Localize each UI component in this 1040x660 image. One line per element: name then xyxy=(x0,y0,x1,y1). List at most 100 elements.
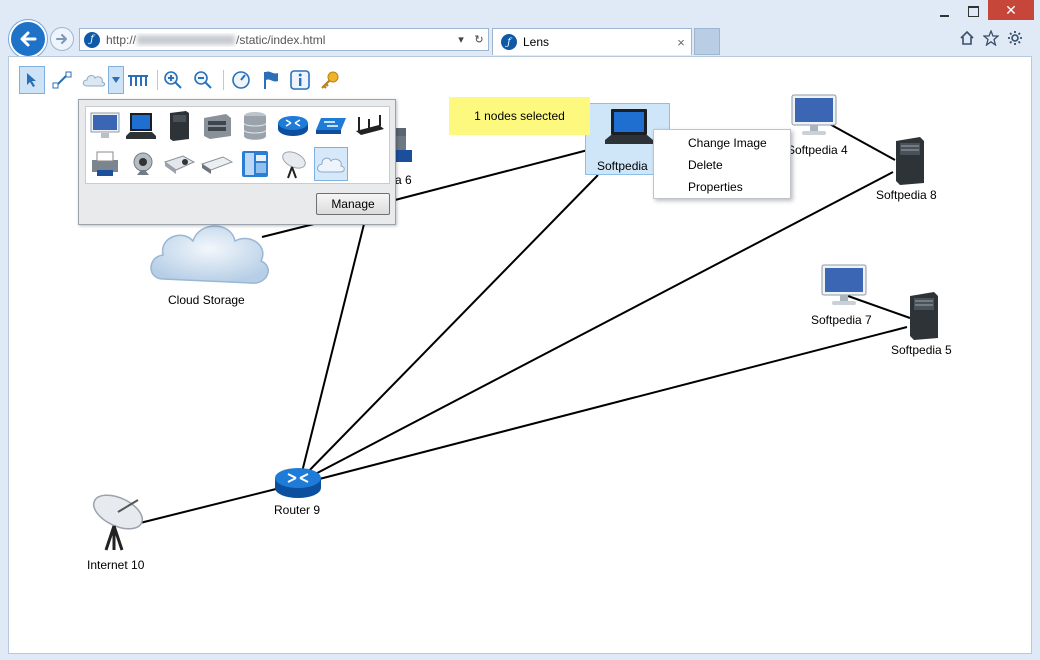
info-icon xyxy=(290,70,310,90)
flag-icon xyxy=(264,71,278,89)
address-url[interactable]: http:///static/index.html xyxy=(106,32,326,47)
image-palette-grid xyxy=(85,106,390,184)
selection-tooltip: 1 nodes selected xyxy=(449,97,590,135)
key-icon xyxy=(321,71,339,89)
pointer-icon xyxy=(27,73,36,87)
menu-item-change-image[interactable]: Change Image xyxy=(688,136,767,150)
palette-wireless-router-icon[interactable] xyxy=(352,109,386,143)
connector-icon xyxy=(52,71,72,89)
node-router-9[interactable] xyxy=(274,466,322,503)
settings-gear-icon[interactable] xyxy=(1006,30,1024,48)
maximize-button[interactable] xyxy=(960,0,986,20)
node-softpedia-7[interactable] xyxy=(820,263,868,310)
gauge-button[interactable] xyxy=(228,66,254,94)
palette-ip-phone-icon[interactable] xyxy=(238,147,272,181)
cloud-image-tool-button[interactable] xyxy=(79,66,109,94)
new-tab-button[interactable] xyxy=(694,28,720,55)
node-softpedia-8[interactable] xyxy=(892,137,926,188)
minimize-button[interactable] xyxy=(930,6,958,22)
node-softpedia-5[interactable] xyxy=(906,292,940,343)
back-arrow-icon xyxy=(20,31,37,47)
node-label-internet-10: Internet 10 xyxy=(87,558,145,572)
router-icon xyxy=(275,468,321,498)
link-softpedia8-router9[interactable] xyxy=(299,171,894,483)
palette-tower-server-icon[interactable] xyxy=(162,109,196,143)
refresh-icon[interactable]: ↻ xyxy=(474,34,484,46)
zoom-out-button[interactable] xyxy=(190,66,216,94)
link-softpedia-router9[interactable] xyxy=(299,174,599,481)
menu-item-delete[interactable]: Delete xyxy=(688,158,723,172)
laptop-icon xyxy=(605,109,653,144)
favorites-star-icon[interactable] xyxy=(982,29,1000,48)
tower-server-icon xyxy=(910,292,938,340)
palette-switch-icon[interactable] xyxy=(314,109,348,143)
palette-satellite-dish-icon[interactable] xyxy=(276,147,310,181)
manage-button[interactable]: Manage xyxy=(316,193,390,215)
gauge-icon xyxy=(232,71,250,89)
window-frame-left xyxy=(0,56,8,660)
app-toolbar xyxy=(17,66,347,96)
palette-database-icon[interactable] xyxy=(238,109,272,143)
monitor-icon xyxy=(791,94,837,135)
key-button[interactable] xyxy=(317,66,343,94)
close-window-button[interactable]: ✕ xyxy=(988,0,1034,20)
link-softpedia5-router9[interactable] xyxy=(299,326,908,485)
palette-router-icon[interactable] xyxy=(276,109,310,143)
tower-server-icon xyxy=(896,137,924,185)
palette-webcam-icon[interactable] xyxy=(126,147,160,181)
node-label-softpedia-4: Softpedia 4 xyxy=(787,143,848,157)
palette-printer-icon[interactable] xyxy=(88,147,122,181)
redacted-host xyxy=(137,35,236,46)
toolbar-separator xyxy=(157,70,158,90)
menu-item-properties[interactable]: Properties xyxy=(688,180,743,194)
forward-button[interactable] xyxy=(50,27,74,51)
back-button[interactable] xyxy=(9,20,47,58)
forward-arrow-icon xyxy=(56,34,67,44)
palette-projector-icon[interactable] xyxy=(162,147,196,181)
palette-rack-server-icon[interactable] xyxy=(200,109,234,143)
link-softpedia6-router9[interactable] xyxy=(299,199,371,481)
node-label-softpedia-8: Softpedia 8 xyxy=(876,188,937,202)
palette-monitor-icon[interactable] xyxy=(88,109,122,143)
dropdown-arrow-icon[interactable]: ▾ xyxy=(458,34,464,46)
fence-icon xyxy=(128,75,148,86)
home-icon[interactable] xyxy=(958,30,976,48)
node-label-softpedia-7: Softpedia 7 xyxy=(811,313,872,327)
node-label-router-9: Router 9 xyxy=(274,503,321,517)
tab-close-icon[interactable]: × xyxy=(677,34,685,50)
zoom-in-button[interactable] xyxy=(160,66,186,94)
site-favicon-icon: ƒ xyxy=(84,31,100,48)
pointer-tool-button[interactable] xyxy=(19,66,45,94)
window-frame-right xyxy=(1032,56,1040,660)
tab-lens[interactable]: ƒ Lens × xyxy=(492,28,692,55)
cloud-icon xyxy=(82,75,106,87)
flag-button[interactable] xyxy=(258,66,284,94)
info-button[interactable] xyxy=(287,66,313,94)
toolbar-separator xyxy=(223,70,224,90)
palette-laptop-icon[interactable] xyxy=(124,109,158,143)
image-palette: Manage xyxy=(78,99,396,225)
address-bar[interactable]: ƒ http:///static/index.html ▾ ↻ xyxy=(79,28,489,51)
palette-cloud-icon[interactable] xyxy=(314,147,348,181)
connector-tool-button[interactable] xyxy=(49,66,75,94)
link-softpedia-softpedia6[interactable] xyxy=(394,149,589,201)
fence-tool-button[interactable] xyxy=(125,66,151,94)
link-router9-internet10[interactable] xyxy=(139,487,281,524)
link-softpedia4-softpedia8[interactable] xyxy=(825,121,896,161)
context-menu: Change Image Delete Properties xyxy=(653,129,791,199)
node-label-softpedia-5: Softpedia 5 xyxy=(891,343,952,357)
node-label-softpedia: Softpedia xyxy=(597,159,648,173)
image-dropdown-button[interactable] xyxy=(108,66,124,94)
close-icon: ✕ xyxy=(1005,2,1017,18)
link-softpedia7-softpedia5[interactable] xyxy=(847,295,911,319)
node-softpedia-4[interactable] xyxy=(790,93,838,140)
palette-scanner-icon[interactable] xyxy=(200,147,234,181)
node-internet-10[interactable] xyxy=(88,490,146,555)
zoom-out-icon xyxy=(194,71,212,89)
node-cloud-storage[interactable] xyxy=(145,215,273,294)
tab-title: Lens xyxy=(523,35,550,49)
zoom-in-icon xyxy=(164,71,182,89)
window-frame-bottom xyxy=(0,654,1040,660)
monitor-icon xyxy=(821,264,867,305)
